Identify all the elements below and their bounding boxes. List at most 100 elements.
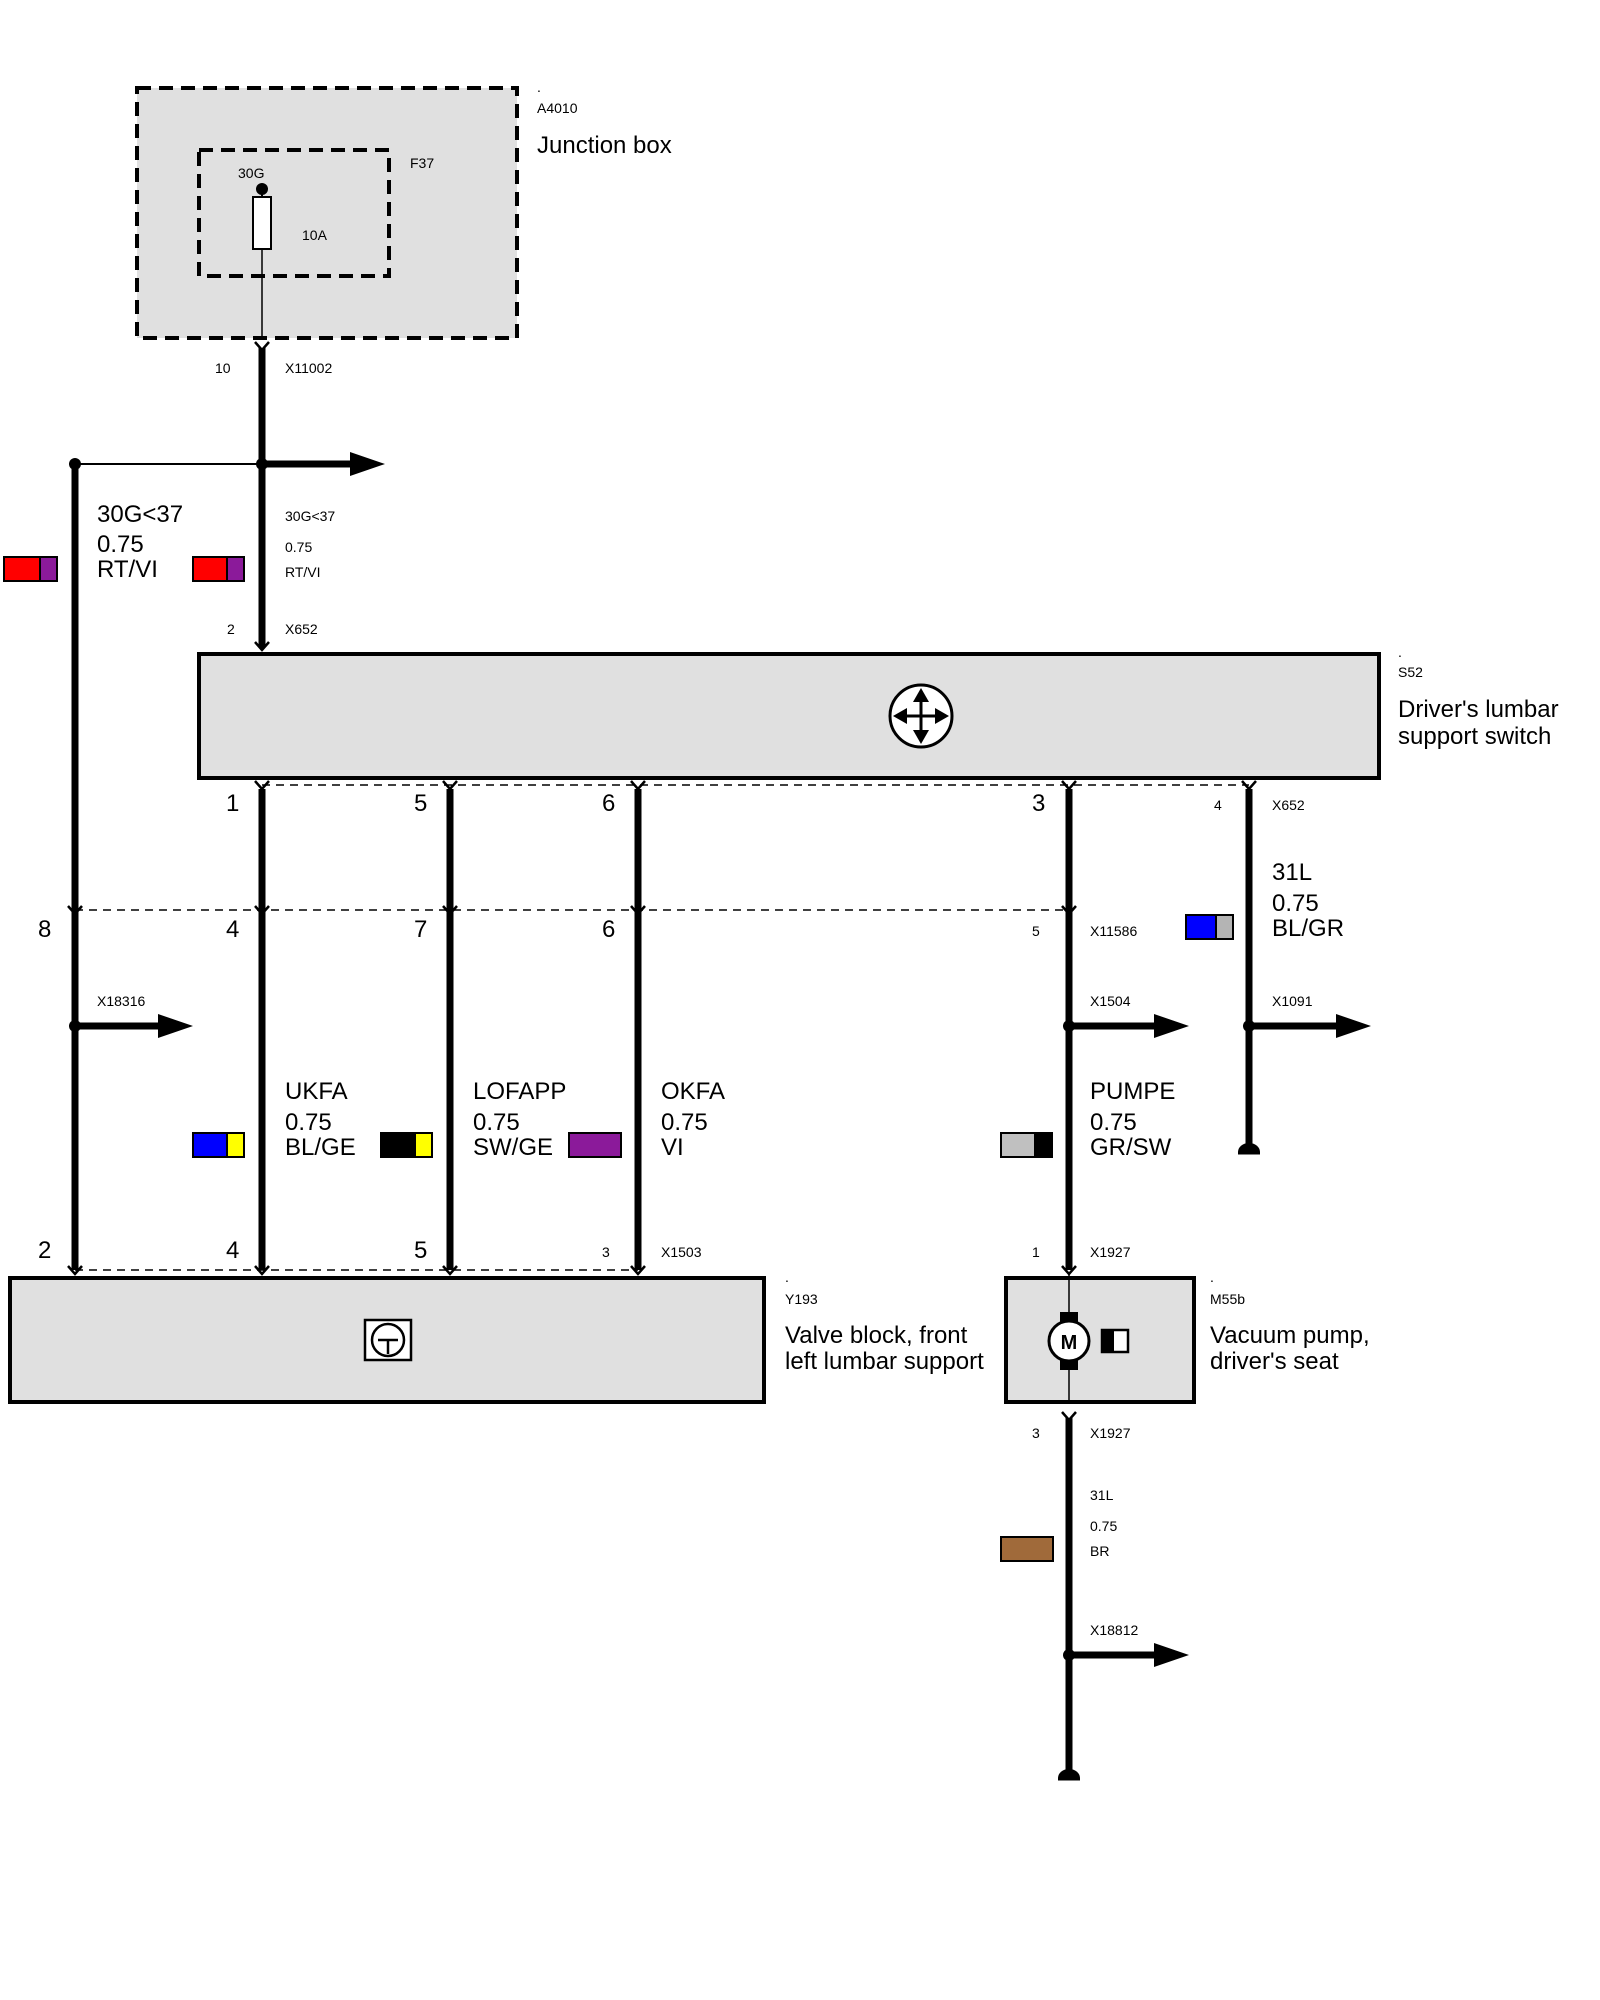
vacuum-pump-name: driver's seat (1210, 1348, 1339, 1375)
wire-color-swatch (1185, 914, 1217, 940)
wire-color-swatch (192, 1132, 228, 1158)
wire-color-code: RT/VI (285, 564, 321, 580)
fuse-terminal-label: 30G (238, 165, 264, 181)
x18316-label: X18316 (97, 993, 145, 1009)
vacuum-pump-tag: . (1210, 1269, 1214, 1285)
junction-box: 30G 10A F37 (135, 86, 519, 340)
wire-signal: LOFAPP (473, 1078, 566, 1105)
motor-label: M (1061, 1332, 1078, 1354)
pin-label: 2 (38, 1237, 51, 1264)
valve-block-name: left lumbar support (785, 1348, 984, 1375)
wire-gauge: 0.75 (285, 539, 312, 555)
wire-gauge: 0.75 (1272, 890, 1319, 917)
ground-symbol (1238, 1143, 1260, 1152)
fuse-holder (197, 148, 391, 278)
pin-label: 7 (414, 916, 427, 943)
junction-box-id: A4010 (537, 100, 578, 116)
lumbar-switch-tag: . (1398, 644, 1402, 660)
x652-right-label: X652 (1272, 797, 1305, 813)
fuse-terminal-dot (256, 183, 268, 195)
pin-label: 6 (602, 790, 615, 817)
arrow-x18812 (1154, 1643, 1189, 1667)
wire-color-code: RT/VI (97, 556, 158, 583)
x11586-label: X11586 (1090, 923, 1137, 939)
fuse-icon (252, 196, 272, 250)
fuse-rating-label: 10A (302, 227, 328, 243)
valve-block-name: Valve block, front (785, 1322, 968, 1349)
x11002-label: X11002 (285, 360, 332, 376)
wire-color-code: SW/GE (473, 1134, 553, 1161)
wire-signal: 30G<37 (97, 501, 183, 528)
vacuum-pump-name: Vacuum pump, (1210, 1322, 1370, 1349)
arrow-30g-right (350, 452, 385, 476)
vacuum-pump: M (1004, 1274, 1196, 1404)
ground-symbol (1058, 1769, 1080, 1778)
wire-signal: PUMPE (1090, 1078, 1175, 1105)
junction-box-tag: . (537, 79, 541, 95)
lumbar-switch (197, 652, 1381, 780)
wire-color-swatch (3, 556, 41, 582)
wire-gauge: 0.75 (1090, 1109, 1137, 1136)
valve-block-tag: . (785, 1269, 789, 1285)
x1927-top-label: X1927 (1090, 1244, 1131, 1260)
x1927-bottom-pin: 3 (1032, 1425, 1040, 1441)
wire-gauge: 0.75 (285, 1109, 332, 1136)
wire-signal: 30G<37 (285, 508, 335, 524)
arrow-x1091 (1336, 1014, 1371, 1038)
x1091-label: X1091 (1272, 993, 1313, 1009)
x18812-label: X18812 (1090, 1622, 1138, 1638)
pin-label: 1 (226, 790, 239, 817)
wire-signal: UKFA (285, 1078, 348, 1105)
wire-gauge: 0.75 (661, 1109, 708, 1136)
x1504-label: X1504 (1090, 993, 1131, 1009)
wire-color-swatch (192, 556, 228, 582)
fuse-id-label: F37 (410, 155, 434, 171)
x1503-pin: 3 (602, 1244, 610, 1260)
x652-top-label: X652 (285, 621, 318, 637)
wire-signal: 31L (1090, 1487, 1114, 1503)
wire-gauge: 0.75 (473, 1109, 520, 1136)
pin-label: 8 (38, 916, 51, 943)
pin-label: 3 (1032, 790, 1045, 817)
wire-color-swatch (1000, 1132, 1036, 1158)
wire-signal: 31L (1272, 859, 1312, 886)
wire-color-code: BL/GE (285, 1134, 356, 1161)
pin-label: 4 (226, 1237, 239, 1264)
wire-color-code: BR (1090, 1543, 1109, 1559)
valve-block (8, 1276, 766, 1404)
pin-label: 4 (226, 916, 239, 943)
lumbar-switch-name: Driver's lumbar (1398, 696, 1559, 723)
x1927-bottom-label: X1927 (1090, 1425, 1131, 1441)
wire-color-code: BL/GR (1272, 915, 1344, 942)
pin-label: 5 (414, 790, 427, 817)
pin-label: 5 (414, 1237, 427, 1264)
x652-top-pin: 2 (227, 621, 235, 637)
junction-box-name: Junction box (537, 132, 672, 159)
valve-block-id: Y193 (785, 1291, 818, 1307)
wire-color-swatch (380, 1132, 416, 1158)
x1927-top-pin: 1 (1032, 1244, 1040, 1260)
pump-indicator-icon (1100, 1328, 1130, 1354)
x11586-pin: 5 (1032, 923, 1040, 939)
wire-gauge: 0.75 (1090, 1518, 1117, 1534)
arrow-x1504 (1154, 1014, 1189, 1038)
x652-right-pin: 4 (1214, 797, 1222, 813)
wire-color-swatch (1000, 1536, 1054, 1562)
lumbar-switch-name: support switch (1398, 723, 1551, 750)
wire-color-swatch (568, 1132, 622, 1158)
four-way-switch-icon (888, 683, 954, 749)
lumbar-switch-id: S52 (1398, 664, 1423, 680)
x11002-pin: 10 (215, 360, 231, 376)
wire-gauge: 0.75 (97, 531, 144, 558)
wire-color-code: VI (661, 1134, 684, 1161)
valve-icon (363, 1318, 413, 1362)
pin-label: 6 (602, 916, 615, 943)
motor-icon: M (1047, 1319, 1091, 1363)
wire-signal: OKFA (661, 1078, 725, 1105)
wire-color-code: GR/SW (1090, 1134, 1172, 1161)
vacuum-pump-id: M55b (1210, 1291, 1245, 1307)
x1503-label: X1503 (661, 1244, 702, 1260)
arrow-x18316 (158, 1014, 193, 1038)
splice-30g-mid (256, 458, 268, 470)
